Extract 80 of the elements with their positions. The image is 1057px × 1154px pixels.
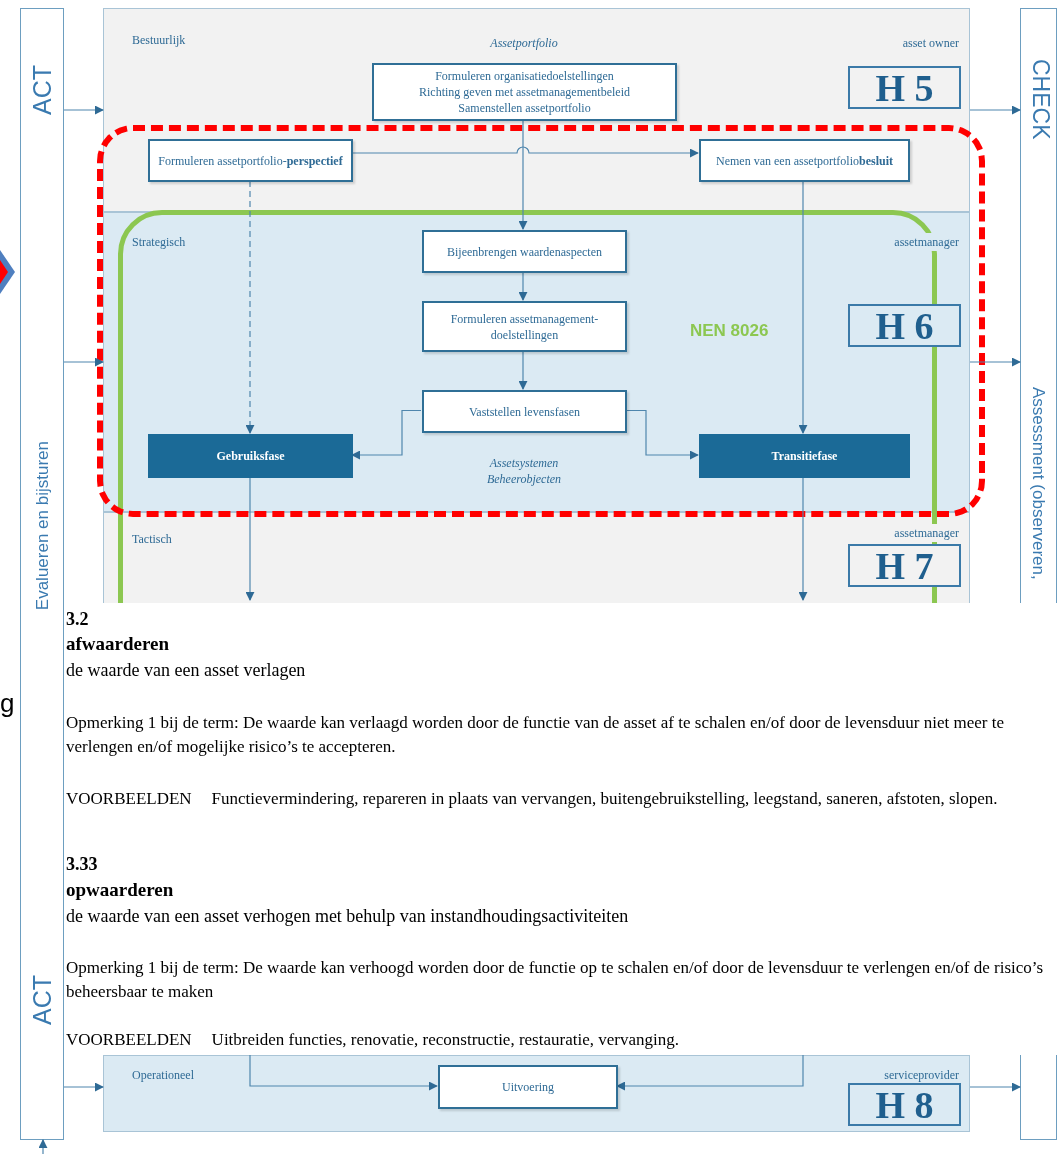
connector-arrow xyxy=(63,1082,104,1092)
process-box xyxy=(422,230,627,273)
lane-band xyxy=(103,212,970,512)
connector-arrow xyxy=(63,357,104,367)
connector-arrow xyxy=(249,1054,438,1091)
process-label: Formuleren assetportfolio-perspectief xyxy=(158,152,343,169)
connector-arrow xyxy=(969,1082,1021,1092)
connector-arrow xyxy=(38,1139,48,1154)
connector-arrow xyxy=(245,476,255,601)
process-box xyxy=(438,1065,618,1109)
process-box xyxy=(422,301,627,352)
definition-text: de waarde van een asset verhogen met behulp van instandhoudingsactiviteiten xyxy=(66,905,630,928)
phase-box xyxy=(148,434,353,478)
examples-keyword: VOORBEELDEN xyxy=(66,789,192,808)
process-box xyxy=(372,63,677,121)
note-text: Opmerking 1 bij de term: De waarde kan verhoogd worden door de functie op te schalen en/of door de levensduur te verlengen en/of de risico’s beheersbaar te maken xyxy=(66,957,1045,1003)
examples-text: Functievermindering, repareren in plaats van vervangen, buitengebruikstelling, leegstand, saneren, afstoten, slopen. xyxy=(211,789,998,808)
text-fragment: g xyxy=(0,690,15,716)
lane-title: Strategisch xyxy=(132,234,186,251)
lane-title: Tactisch xyxy=(132,531,172,548)
examples-keyword: VOORBEELDEN xyxy=(66,1030,192,1049)
role-label: serviceprovider xyxy=(884,1067,959,1084)
process-box xyxy=(422,390,627,433)
chapter-box xyxy=(848,1083,961,1126)
connector-arrow xyxy=(625,409,699,460)
section-label: Assetsystemen Beheerobjecten xyxy=(485,455,563,487)
process-label: Nemen van een assetportfoliobesluit xyxy=(716,152,893,169)
chapter-box xyxy=(848,544,961,587)
phase-title: ACT xyxy=(29,975,55,1025)
term-heading: afwaarderen xyxy=(66,632,171,656)
section-label: asset owner xyxy=(902,35,959,52)
connector-arrow xyxy=(798,476,808,601)
connector-arrow xyxy=(518,119,528,230)
process-label: Formuleren organisatiedoelstellingen xyxy=(435,68,614,84)
process-label: Vaststellen levensfasen xyxy=(469,403,580,420)
process-label: Samenstellen assetportfolio xyxy=(458,100,591,116)
lane-title: Operationeel xyxy=(132,1067,194,1084)
phase-subtitle: Evalueren en bijsturen xyxy=(33,441,51,611)
connector-arrow xyxy=(351,409,422,460)
connector-arrow xyxy=(518,350,528,390)
chapter-number: H 5 xyxy=(875,68,934,107)
role-label: Assetportfolio xyxy=(489,35,559,52)
chapter-number: H 6 xyxy=(875,306,934,345)
phase-title: CHECK xyxy=(1029,59,1052,140)
chapter-box xyxy=(848,66,961,109)
process-box xyxy=(699,139,910,182)
chapter-box xyxy=(848,304,961,347)
connector-arrow xyxy=(798,180,808,434)
process-box xyxy=(148,139,353,182)
lane-band xyxy=(103,1055,970,1132)
standard-label: NEN 8026 xyxy=(690,320,769,342)
phase-label: Gebruiksfase xyxy=(216,448,285,465)
definition-text: de waarde van een asset verlagen xyxy=(66,659,307,682)
term-number: 3.33 xyxy=(66,853,99,876)
term-heading: opwaarderen xyxy=(66,878,175,902)
lane-title: Bestuurlijk xyxy=(132,32,186,49)
examples-text: Uitbreiden functies, renovatie, reconstructie, restauratie, vervanging. xyxy=(211,1030,679,1049)
role-label: assetmanager xyxy=(894,524,959,542)
chapter-number: H 8 xyxy=(875,1085,934,1124)
phase-subtitle: Assessment (observeren, xyxy=(1030,387,1047,580)
process-label: Bijeenbrengen waardenaspecten xyxy=(447,243,602,260)
term-number: 3.2 xyxy=(66,608,90,631)
connector-arrow xyxy=(245,180,255,434)
phase-label: Transitiefase xyxy=(771,448,838,465)
connector-arrow xyxy=(969,105,1021,115)
role-label: assetmanager xyxy=(894,233,959,251)
phase-column xyxy=(20,8,64,1140)
connector-arrow xyxy=(969,357,1021,367)
connector-arrow xyxy=(518,271,528,301)
phase-box xyxy=(699,434,910,478)
note-text: Opmerking 1 bij de term: De waarde kan verlaagd worden door de functie van de asset af te schalen en/of door de levensduur niet meer te verlengen en/of mogelijke risico’s te accepteren. xyxy=(66,712,1005,758)
connector-arrow xyxy=(351,146,699,158)
connector-arrow xyxy=(616,1054,804,1091)
process-label: Formuleren assetmanagement-doelstellingen xyxy=(449,310,600,343)
phase-title: ACT xyxy=(29,65,55,115)
process-label: Richting geven met assetmanagementbeleid xyxy=(419,84,630,100)
process-label: Uitvoering xyxy=(502,1079,554,1095)
lane-band xyxy=(103,8,970,212)
connector-arrow xyxy=(63,105,104,115)
chapter-number: H 7 xyxy=(875,546,934,585)
